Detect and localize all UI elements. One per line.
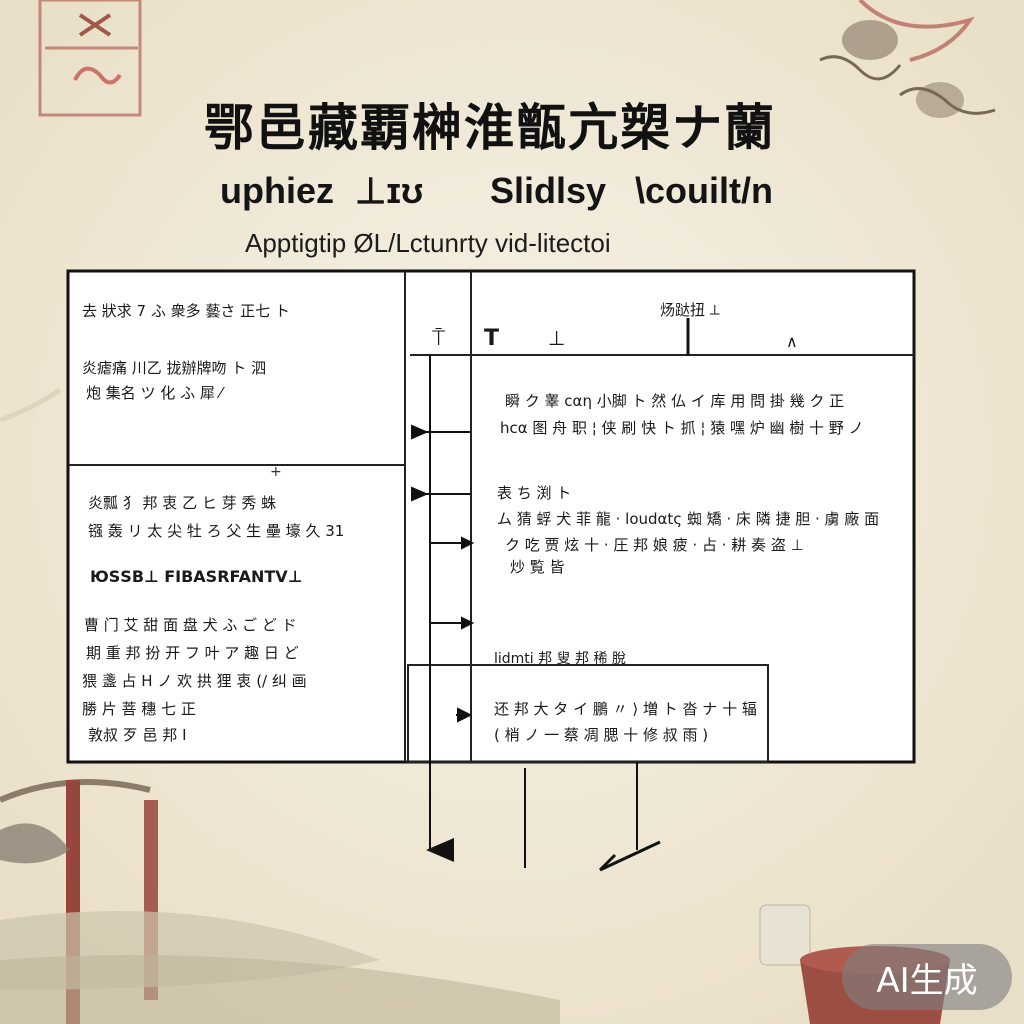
flow-arrows — [411, 424, 475, 723]
left-bottom-line-5: 期 重 邦 扮 开 フ 叶 ア 趣 日 ど — [86, 644, 299, 662]
brush-arrow — [598, 840, 661, 872]
right-cell3-line-2: ( 梢 ノ 一 蔡 凋 腮 十 修 叔 雨 ) — [494, 726, 709, 744]
left-bottom-line-1: 炎瓢 犭 邦 衷 乙 ヒ 芽 秀 蛛 — [88, 494, 277, 512]
right-mark-4: ∧ — [786, 332, 798, 351]
right-cell2-line-4: 炒 覧 皆 — [510, 558, 565, 576]
left-bottom-line-8: 敦叔 歹 邑 邦 I — [88, 726, 187, 744]
left-bottom-line-4: 曹 门 艾 甜 面 盘 犬 ふ ご ど ド — [84, 616, 297, 634]
svg-text:+: + — [270, 464, 282, 480]
right-mark-2: T — [484, 326, 500, 351]
left-top-line-3: 炮 集名 ツ 化 ふ 犀 ⁄ — [86, 384, 223, 402]
right-cell2-line-2: ム 猜 蜉 犬 菲 龍 · loudαtς 蜘 矯 · 床 隣 捷 胆 · 虜 … — [497, 510, 880, 528]
subtitle-part-4: \couilt/n — [635, 170, 773, 211]
left-bottom-line-6: 猥 盞 占 H ノ 欢 拱 狸 衷 (/ 纠 画 — [82, 672, 307, 690]
right-top-label: 炀跶扭 ⟂ — [660, 301, 720, 319]
right-mark-1: ⍑ — [432, 326, 446, 351]
left-bottom-line-7: 勝 片 菩 穗 七 正 — [82, 700, 196, 718]
right-cell2-line-3: ク 吃 贾 炫 十 · 圧 邦 娘 疲 · 占 · 耕 奏 盗 ⊥ — [505, 536, 804, 554]
bottom-left-branch — [0, 779, 560, 1024]
caption-text: Apptigtip ØL/Lctunrty vid-litectoi — [245, 228, 611, 258]
right-cell2-line-1: 表 ち 渕 ト — [497, 484, 572, 502]
right-cell3-line-1: 还 邦 大 タ イ 鵬 〃 ⟩ 増 ト 沓 ナ 十 辐 — [494, 700, 757, 718]
top-left-stamp — [38, 0, 142, 117]
top-right-flowers — [819, 0, 996, 118]
lower-right-box — [407, 664, 769, 763]
right-lower-label: lidmti 邦 叟 邦 稀 脫 — [494, 651, 626, 667]
subtitle-part-3: Slidlsy — [490, 170, 607, 211]
left-top-line-1: 去 狀求 7 ふ 衆多 藝さ 正七 ト — [82, 302, 290, 320]
left-bottom-line-2: 镪 轰 リ 太 尖 牡 ろ 父 生 壘 壕 久 31 — [88, 522, 345, 540]
right-cell1-line-1: 瞬 ク 睾 cαη 小脚 ト 然 仏 イ 库 用 問 掛 幾 ク 正 — [505, 392, 845, 410]
right-cell1-line-2: hcα 图 舟 职 ¦ 侠 刷 快 ト 抓 ¦ 猿 嘿 炉 幽 樹 十 野 ノ — [500, 419, 864, 437]
subtitle-part-2: ⊥ɪʊ — [355, 170, 424, 211]
ai-generated-badge: AI生成 — [842, 944, 1012, 1010]
right-mark-3: ⊥ — [548, 326, 566, 350]
left-bottom-line-3: ЮЅЅВ⊥ FIBASRFANTV⊥ — [90, 567, 303, 586]
diagram-outer-frame — [66, 269, 916, 764]
subtitle-part-1: uphiez — [220, 170, 334, 211]
page-title: 鄂邑藏覇榊淮甑亢槊ナ蘭 — [204, 98, 776, 157]
left-top-line-2: 炎瘧痛 川乙 拢辦牌吻 ト 泗 — [82, 359, 267, 377]
